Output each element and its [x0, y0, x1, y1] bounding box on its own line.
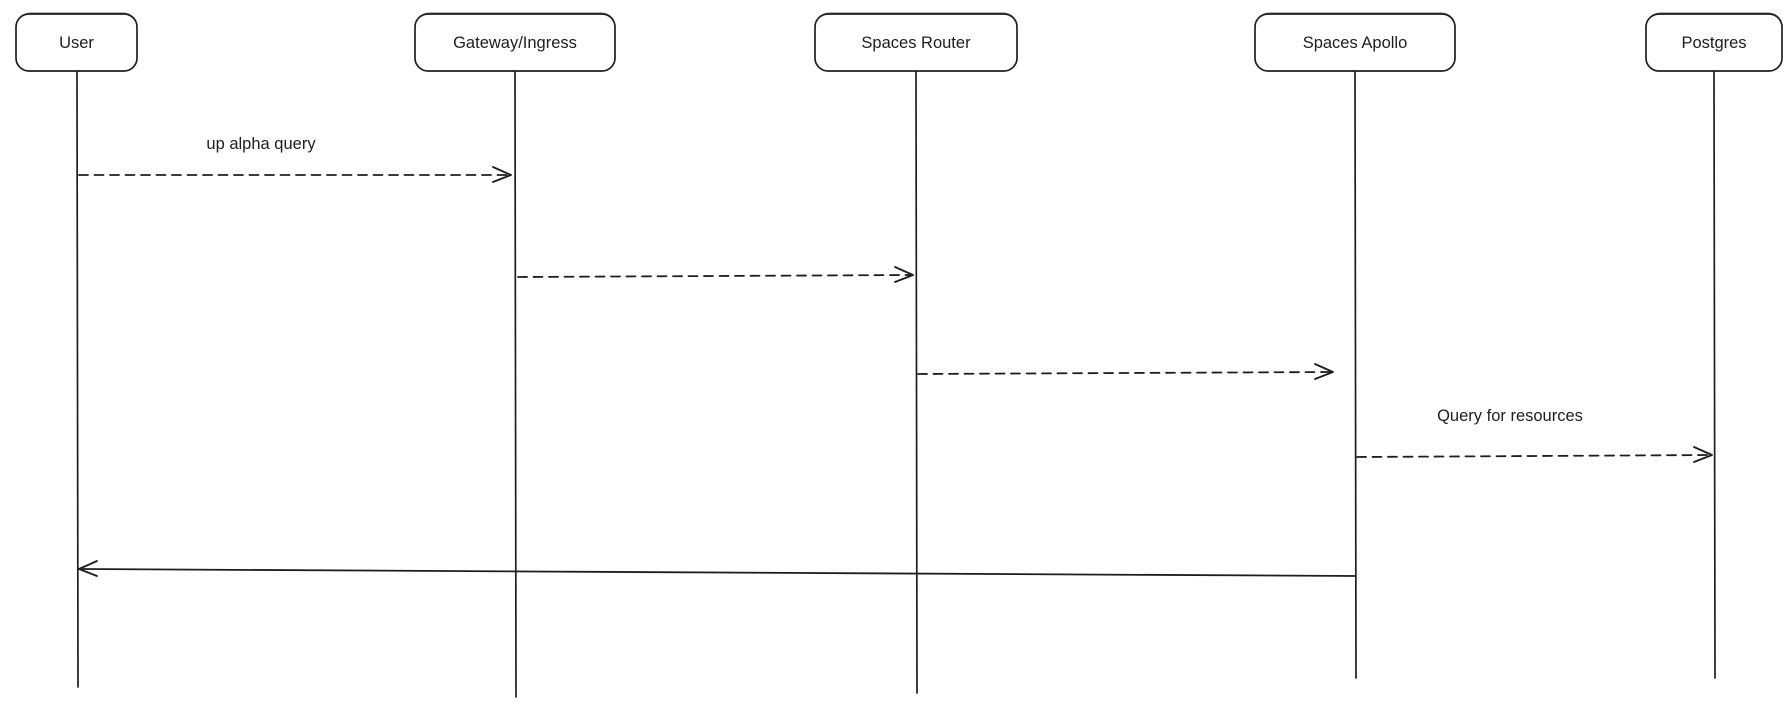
- actor-label-spaces-router: Spaces Router: [861, 34, 971, 52]
- actor-box-spaces-apollo: [1254, 13, 1456, 72]
- actor-box-user: [15, 13, 138, 72]
- message-1-label: up alpha query: [206, 135, 316, 153]
- arrowhead-right-icon: [1314, 363, 1334, 380]
- lifeline-postgres: [1713, 70, 1716, 679]
- message-3-line: [917, 371, 1334, 375]
- lifeline-spaces-apollo: [1354, 70, 1357, 679]
- lifeline-gateway-ingress: [514, 70, 517, 698]
- actor-label-spaces-apollo: Spaces Apollo: [1303, 34, 1408, 52]
- lifeline-user: [76, 70, 79, 688]
- arrowhead-right-icon: [894, 266, 914, 283]
- actor-postgres: Postgres: [1645, 12, 1783, 679]
- message-5-line: [78, 568, 1357, 577]
- actor-label-user: User: [59, 34, 94, 52]
- message-1: up alpha query: [78, 135, 512, 183]
- message-3: [917, 363, 1334, 380]
- actor-box-spaces-router: [814, 13, 1018, 72]
- message-4-line: [1356, 454, 1713, 458]
- lifeline-spaces-router: [915, 70, 918, 694]
- arrowhead-right-icon: [1693, 446, 1713, 463]
- message-4: Query for resources: [1356, 407, 1713, 463]
- actor-label-gateway-ingress: Gateway/Ingress: [453, 34, 577, 52]
- arrowhead-left-icon: [78, 560, 98, 577]
- actor-box-gateway-ingress: [414, 13, 616, 72]
- message-2: [517, 266, 914, 283]
- actor-label-postgres: Postgres: [1681, 34, 1746, 52]
- message-4-label: Query for resources: [1437, 407, 1583, 425]
- message-5: [78, 560, 1357, 577]
- actor-spaces-router: Spaces Router: [814, 12, 1018, 694]
- actor-user: User: [15, 12, 138, 688]
- actor-spaces-apollo: Spaces Apollo: [1254, 12, 1456, 679]
- actor-gateway-ingress: Gateway/Ingress: [414, 12, 616, 698]
- actor-box-postgres: [1645, 13, 1783, 72]
- arrowhead-right-icon: [492, 166, 512, 183]
- message-2-line: [517, 274, 914, 278]
